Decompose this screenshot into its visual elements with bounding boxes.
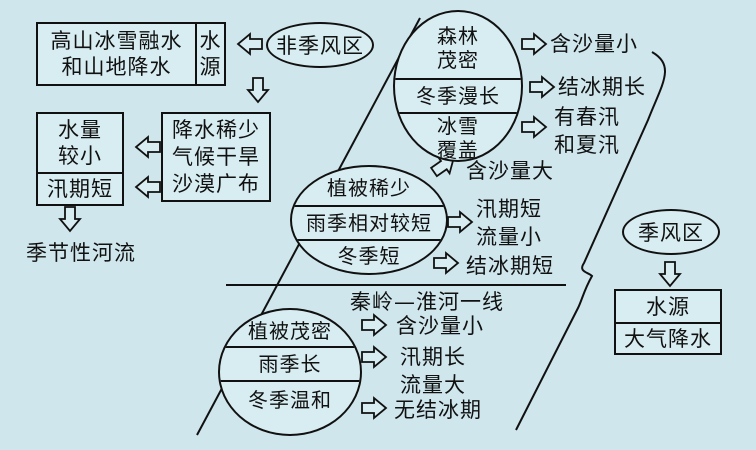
row-divider	[220, 380, 360, 382]
arrow-left-icon	[237, 33, 263, 55]
arrow-right-icon	[447, 211, 473, 233]
source-value-text: 大气降水	[624, 326, 712, 351]
factor-long-rainy-season: 雨季长	[220, 348, 360, 380]
source-line-1: 高山冰雪融水	[50, 29, 183, 53]
arrow-right-icon	[529, 76, 555, 98]
non-monsoon-label-text: 非季风区	[276, 34, 364, 58]
arrow-down-icon	[247, 77, 269, 103]
seasonal-river-label: 季节性河流	[26, 241, 136, 265]
factor-text: 冬季漫长	[416, 84, 500, 108]
water-source-label: 水 源	[197, 24, 224, 84]
monsoon-label-text: 季风区	[638, 221, 704, 245]
arrow-left-icon	[135, 176, 161, 198]
water-source-box: 高山冰雪融水 和山地降水 水 源	[36, 22, 226, 86]
arrow-left-icon	[135, 136, 161, 158]
arrow-right-icon	[361, 397, 387, 419]
northeast-factor-circle: 森林 茂密 冬季漫长 冰雪 覆盖	[393, 10, 523, 162]
factor-text: 植被茂密	[248, 319, 332, 343]
cell-divider	[616, 322, 720, 324]
effect-long-freeze: 结冰期长	[558, 75, 646, 99]
climate-box: 降水稀少 气候干旱 沙漠广布	[161, 112, 271, 202]
factor-snow-cover: 冰雪 覆盖	[395, 112, 521, 162]
south-factor-circle: 植被茂密 雨季长 冬季温和	[218, 308, 362, 436]
effect-small-flow: 流量小	[476, 225, 542, 249]
factor-text: 覆盖	[437, 138, 479, 162]
source-label-1: 水	[199, 29, 222, 53]
effect-no-freeze: 无结冰期	[394, 398, 482, 422]
flood-short-text: 汛期短	[38, 174, 122, 204]
factor-short-winter: 冬季短	[292, 241, 446, 271]
factor-mild-winter: 冬季温和	[220, 382, 360, 418]
monsoon-source-label: 水源	[616, 291, 720, 322]
row-divider	[395, 112, 521, 114]
water-line-1: 水量	[58, 118, 102, 142]
factor-text: 雨季相对较短	[306, 211, 432, 235]
effect-spring-summer-flood-1: 有春汛	[554, 105, 620, 129]
factor-dense-vegetation: 植被茂密	[220, 316, 360, 346]
factor-forest: 森林 茂密	[395, 22, 521, 74]
effect-large-flow: 流量大	[400, 373, 466, 397]
cell-divider	[195, 24, 197, 84]
factor-text: 雨季长	[258, 352, 322, 376]
factor-sparse-vegetation: 植被稀少	[292, 173, 446, 203]
row-divider	[292, 205, 446, 207]
factor-text: 茂密	[437, 48, 479, 72]
flood-label: 汛期短	[47, 177, 113, 201]
water-volume-box: 水量 较小 汛期短	[36, 112, 124, 206]
climate-text: 降水稀少 气候干旱 沙漠广布	[163, 114, 269, 200]
brace-line	[515, 51, 666, 431]
effect-low-sediment: 含沙量小	[396, 314, 484, 338]
qinling-huaihe-label: 秦岭—淮河一线	[350, 290, 504, 314]
effect-spring-summer-flood-2: 和夏汛	[554, 133, 620, 157]
effect-short-freeze: 结冰期短	[466, 254, 554, 278]
climate-line-2: 气候干旱	[172, 144, 260, 169]
factor-text: 冰雪	[437, 114, 479, 138]
source-label-text: 水源	[646, 294, 690, 319]
monsoon-region-label: 季风区	[622, 209, 720, 255]
arrow-right-icon	[521, 116, 547, 138]
arrow-down-icon	[659, 261, 681, 287]
effect-long-flood: 汛期长	[400, 345, 466, 369]
row-divider	[292, 239, 446, 241]
effect-high-sediment: 含沙量大	[466, 159, 554, 183]
north-factor-circle: 植被稀少 雨季相对较短 冬季短	[290, 165, 448, 275]
factor-text: 冬季短	[337, 244, 401, 268]
water-source-text: 高山冰雪融水 和山地降水	[38, 24, 195, 84]
arrow-right-icon	[361, 314, 387, 336]
cell-divider	[38, 172, 122, 174]
monsoon-source-value: 大气降水	[616, 324, 720, 353]
arrow-right-icon	[521, 33, 547, 55]
effect-low-sediment: 含沙量小	[550, 32, 638, 56]
row-divider	[220, 346, 360, 348]
source-label-2: 源	[199, 55, 222, 79]
climate-line-1: 降水稀少	[172, 117, 260, 142]
factor-text: 森林	[437, 24, 479, 48]
monsoon-source-box: 水源 大气降水	[614, 289, 722, 355]
arrow-right-icon	[361, 346, 387, 368]
factor-text: 植被稀少	[327, 176, 411, 200]
source-line-2: 和山地降水	[61, 55, 172, 79]
non-monsoon-region-label: 非季风区	[266, 22, 374, 68]
arrow-down-icon	[59, 206, 81, 232]
water-line-2: 较小	[58, 144, 102, 168]
climate-line-3: 沙漠广布	[172, 171, 260, 196]
water-volume-text: 水量 较小	[38, 114, 122, 172]
factor-long-winter: 冬季漫长	[395, 80, 521, 112]
factor-short-rainy-season: 雨季相对较短	[292, 207, 446, 239]
row-divider	[395, 78, 521, 80]
factor-text: 冬季温和	[248, 388, 332, 412]
effect-short-flood: 汛期短	[476, 197, 542, 221]
